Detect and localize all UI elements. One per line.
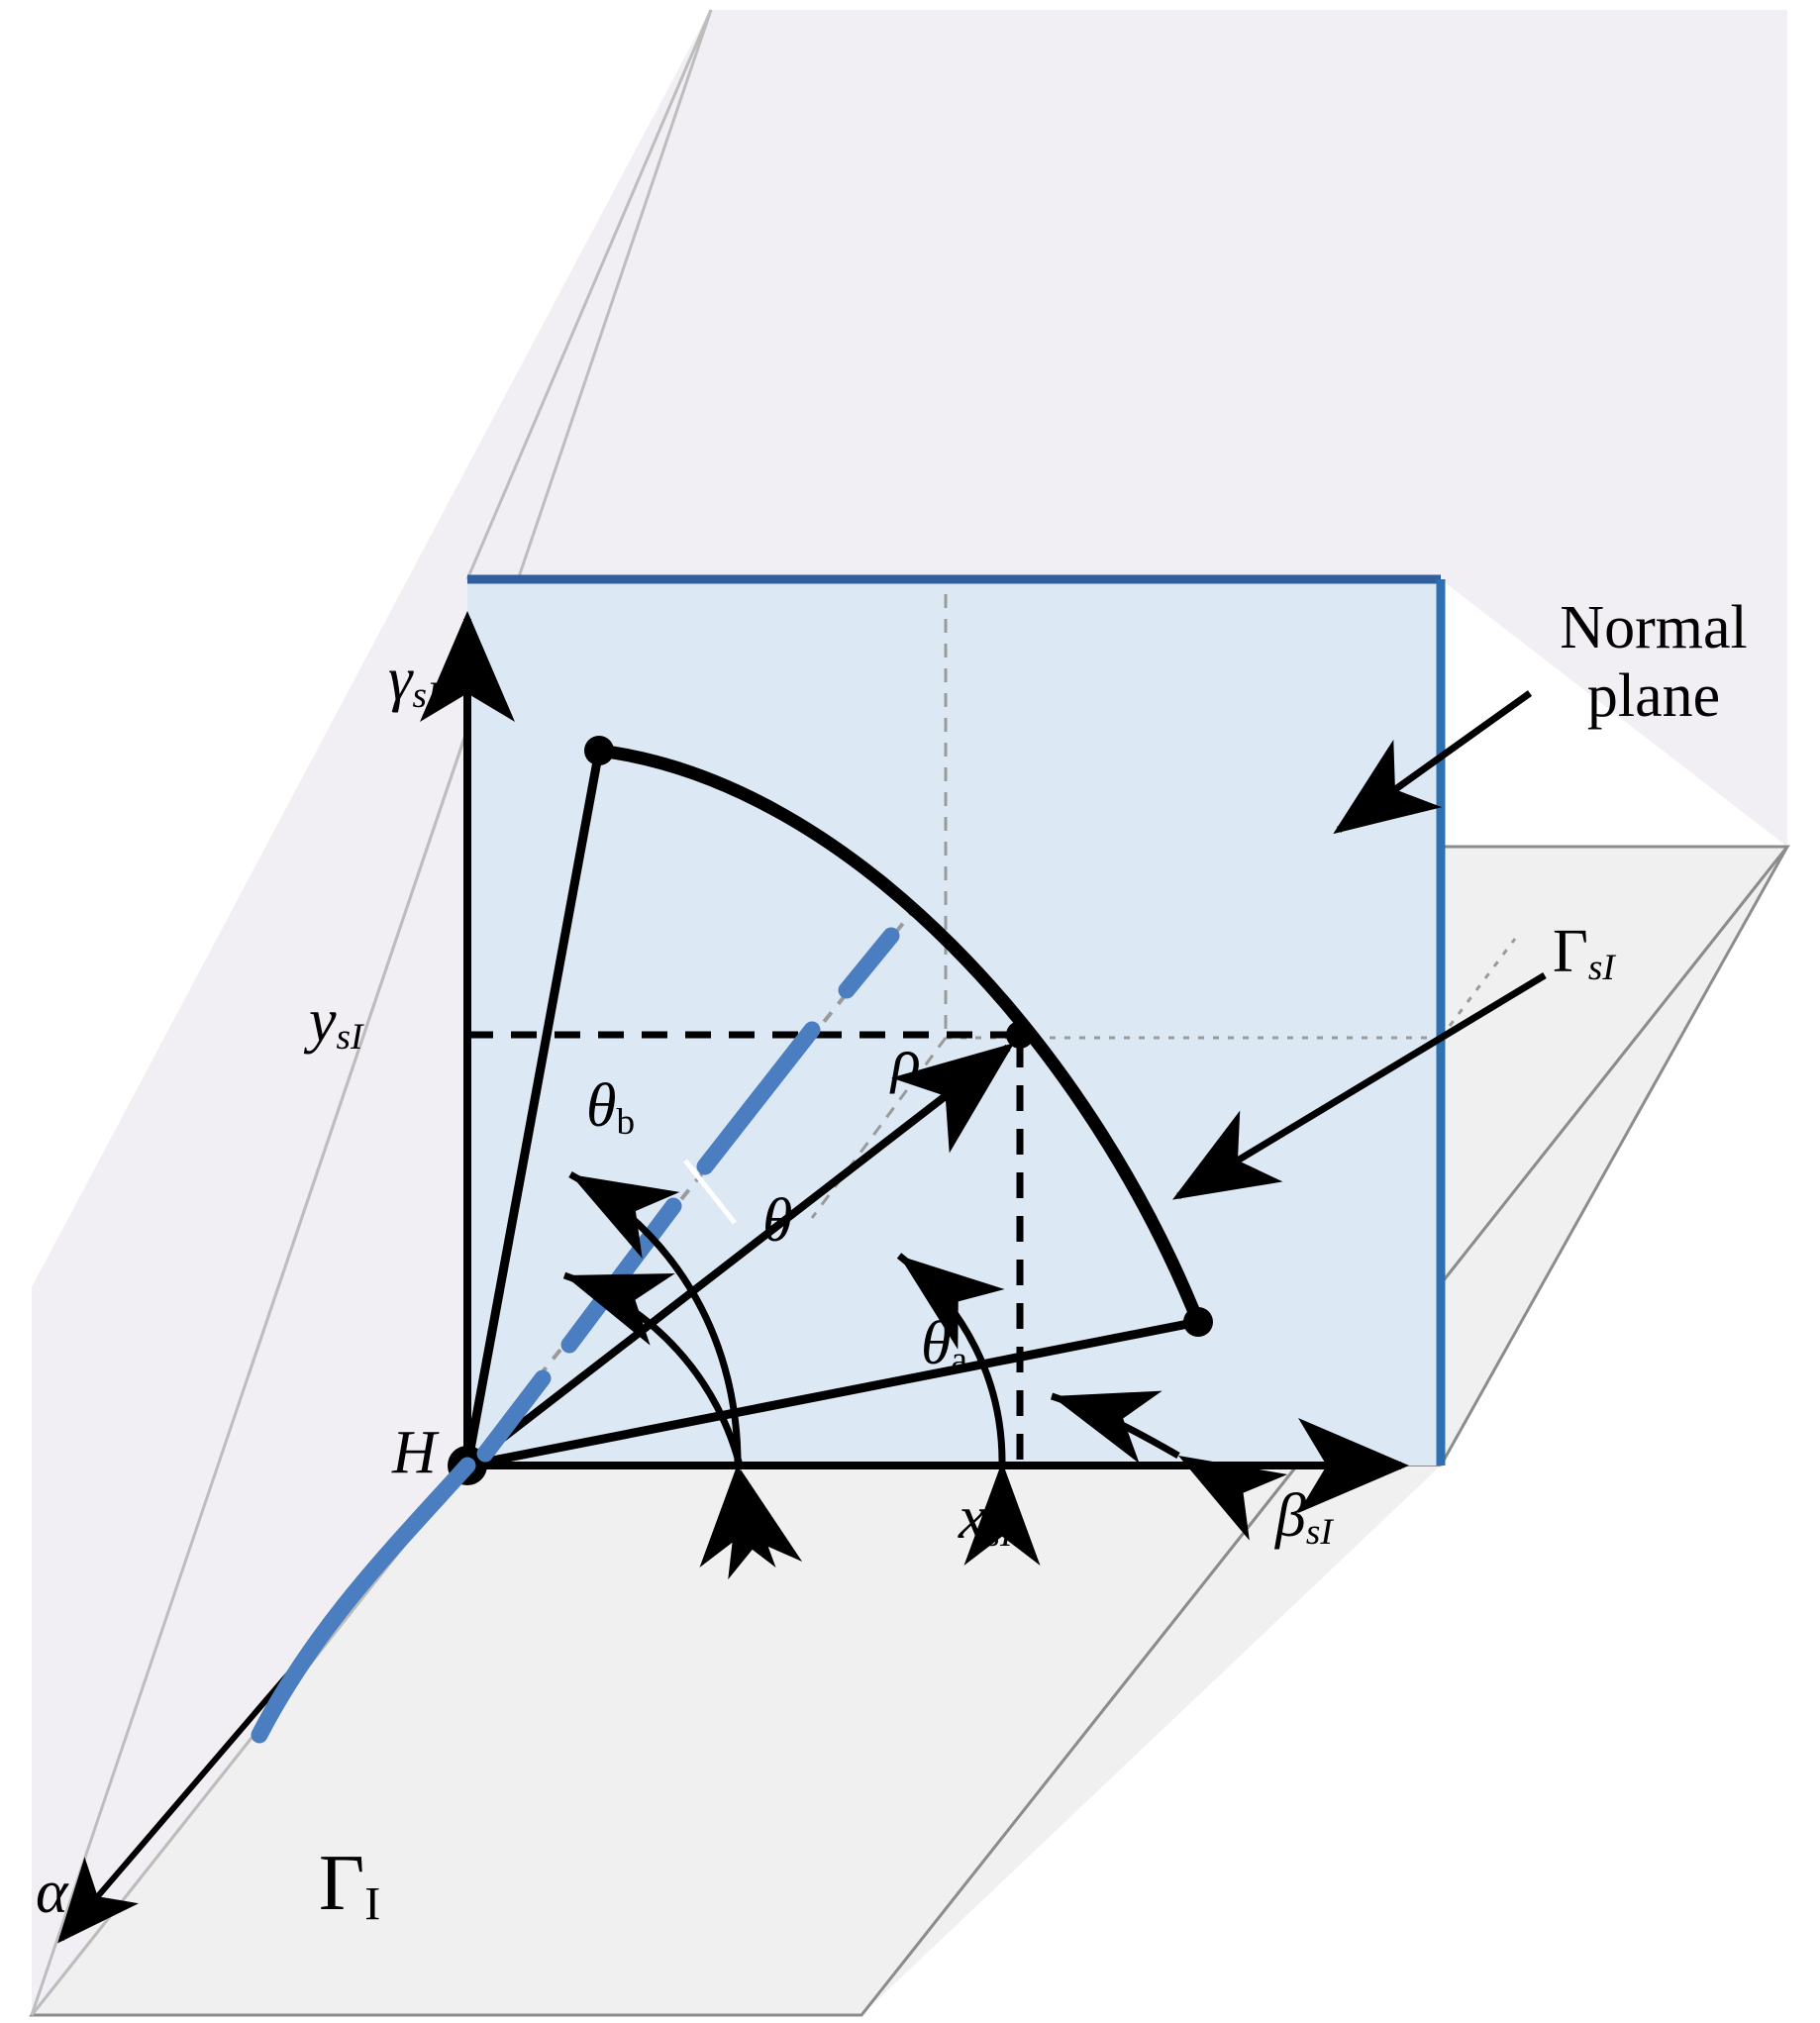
gamma-I-symbol: Γ: [319, 1840, 365, 1927]
gamma-axis-subscript: sI: [412, 675, 440, 717]
spatial-curve-gamma-I: [251, 1457, 476, 1744]
origin-label-H: H: [392, 1419, 437, 1486]
alpha-axis-subscript: sI: [67, 1888, 95, 1930]
theta-a-subscript: a: [951, 1340, 967, 1381]
normal-plane-leader: [1333, 690, 1533, 835]
normal-plane-label: Normal plane: [1505, 594, 1802, 732]
theta-b-arc: [568, 1170, 776, 1568]
theta-b-symbol: θ: [586, 1072, 617, 1140]
gamma-sI-subscript: sI: [1587, 948, 1615, 989]
ray-theta-b: [462, 750, 604, 1467]
theta-a-arc: [1050, 1390, 1288, 1541]
arc-endpoint-lower: [1183, 1307, 1213, 1337]
theta-label: θ: [762, 1187, 793, 1255]
rho-label: ρsI: [891, 1030, 948, 1095]
y-coordinate-subscript: sI: [336, 1017, 363, 1059]
point-P: [1006, 1021, 1034, 1049]
rho-symbol: ρ: [891, 1027, 921, 1094]
beta-axis-subscript: sI: [1305, 1512, 1333, 1554]
x-coordinate-subscript: sI: [985, 1514, 1013, 1556]
x-coordinate-symbol: x: [959, 1484, 986, 1552]
y-coordinate-label: ysI: [309, 990, 362, 1056]
theta-a-symbol: θ: [921, 1310, 952, 1377]
gamma-axis-symbol: γ: [388, 646, 413, 713]
normal-plane-label-line1: Normal: [1560, 594, 1748, 661]
theta-a-label: θa: [921, 1313, 967, 1378]
gamma-sI-curve-label: ΓsI: [1553, 921, 1615, 986]
x-coordinate-label: xsI: [959, 1487, 1012, 1553]
arc-endpoint-upper: [584, 736, 614, 765]
gamma-sI-leader: [1172, 972, 1547, 1200]
side-plane-upper: [465, 9, 1787, 847]
rho-subscript: sI: [920, 1057, 948, 1098]
gamma-I-curve-label: ΓI: [319, 1844, 380, 1929]
beta-axis-label: βsI: [1275, 1485, 1333, 1551]
gamma-sI-symbol: Γ: [1553, 918, 1588, 985]
normal-plane-label-line2: plane: [1586, 662, 1721, 731]
gamma-axis-label: γsI: [388, 649, 439, 714]
projected-curve-gamma-sI: [592, 744, 1205, 1329]
theta-arc: [896, 1253, 1041, 1567]
alpha-axis-label: αsI: [36, 1862, 94, 1927]
gamma-I-subscript: I: [364, 1877, 381, 1931]
beta-axis-symbol: β: [1275, 1482, 1306, 1550]
theta-b-subscript: b: [616, 1102, 636, 1144]
y-coordinate-symbol: y: [309, 987, 337, 1055]
alpha-axis-symbol: α: [36, 1859, 68, 1926]
theta-b-label: θb: [586, 1075, 635, 1141]
